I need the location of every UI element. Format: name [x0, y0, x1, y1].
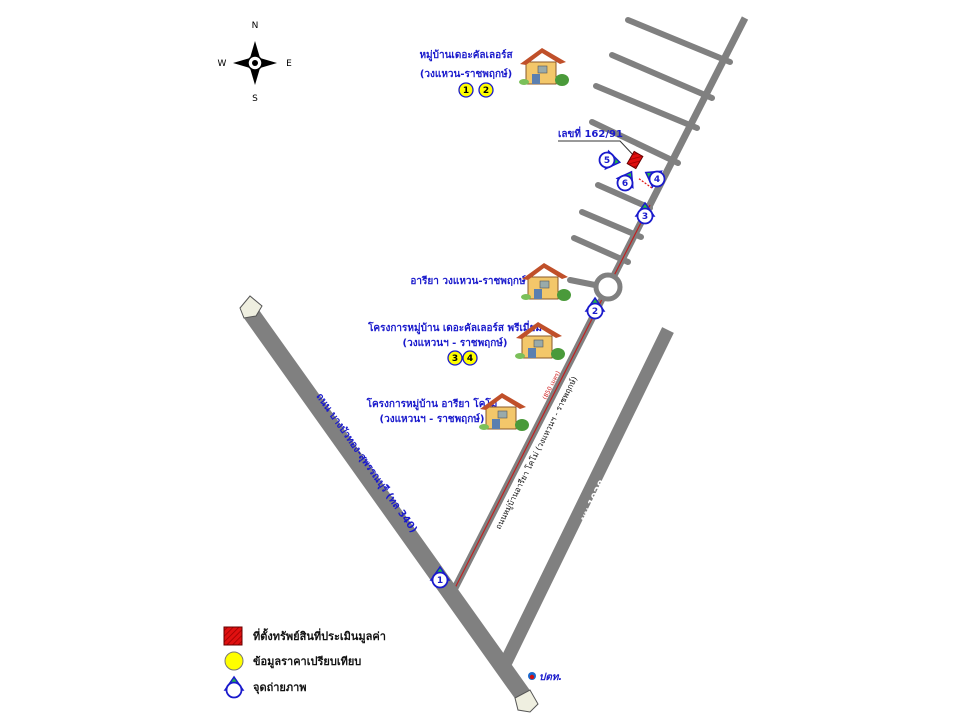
photo-point-6: 6: [612, 166, 641, 195]
ptt-landmark: ปตท.: [539, 672, 562, 683]
photo-point-4: 4: [640, 163, 669, 192]
highway-1028: [500, 327, 674, 665]
legend-camera-icon: [224, 676, 244, 699]
village-1-name: หมู่บ้านเดอะคัลเลอร์ส: [419, 49, 513, 62]
legend: ที่ตั้งทรัพย์สินที่ประเมินมูลค่า ข้อมูลร…: [223, 626, 386, 699]
legend-property-icon: [223, 626, 243, 646]
photo-point-1: 1: [430, 566, 450, 589]
compare-4: 4: [467, 354, 473, 364]
compass-rose-icon: [233, 41, 277, 85]
photo-point-3: 3: [635, 202, 655, 225]
legend-compare-label: ข้อมูลราคาเปรียบเทียบ: [253, 655, 361, 669]
svg-text:5: 5: [604, 156, 610, 166]
compass-s: S: [252, 94, 258, 104]
village-2-name: อารียา วงแหวน-ราชพฤกษ์: [410, 275, 526, 287]
svg-text:3: 3: [642, 212, 648, 222]
roundabout: [593, 272, 623, 302]
arrow-north-icon: [239, 295, 263, 319]
property-label: เลขที่ 162/91: [558, 126, 623, 140]
village-3-sub: (วงแหวนฯ - ราชพฤกษ์): [403, 337, 508, 349]
village-1-sub: (วงแหวน-ราชพฤกษ์): [420, 68, 512, 80]
compass-n: N: [252, 21, 259, 31]
house-icon: [518, 47, 570, 87]
side-streets: [567, 17, 733, 289]
legend-compare-icon: [224, 651, 244, 671]
compare-3: 3: [452, 354, 458, 364]
arrow-south-icon: [514, 689, 539, 713]
svg-text:1: 1: [437, 576, 443, 586]
village-3-name: โครงการหมู่บ้าน เดอะคัลเลอร์ส พรีเมี่ยม: [367, 320, 542, 335]
legend-camera-label: จุดถ่ายภาพ: [253, 681, 307, 695]
village-4-name: โครงการหมู่บ้าน อารียา โคโม่: [366, 397, 498, 411]
compare-2: 2: [483, 86, 489, 96]
svg-text:6: 6: [622, 179, 628, 189]
svg-text:4: 4: [654, 175, 660, 185]
svg-text:2: 2: [592, 307, 598, 317]
route-line: [454, 204, 651, 589]
village-4-sub: (วงแหวนฯ - ราชพฤกษ์): [380, 413, 485, 425]
main-road: [243, 307, 532, 703]
compass-w: W: [218, 59, 227, 69]
main-road-label: ถนน บางบัวทอง-สุพรรณบุรี (ทล 340): [314, 391, 420, 535]
legend-property-label: ที่ตั้งทรัพย์สินที่ประเมินมูลค่า: [253, 628, 386, 644]
house-icon: [520, 262, 572, 302]
compass-e: E: [286, 59, 292, 69]
property-marker: [626, 150, 644, 170]
photo-point-2: 2: [585, 297, 605, 320]
compare-1: 1: [463, 86, 469, 96]
photo-point-5: 5: [597, 148, 623, 173]
